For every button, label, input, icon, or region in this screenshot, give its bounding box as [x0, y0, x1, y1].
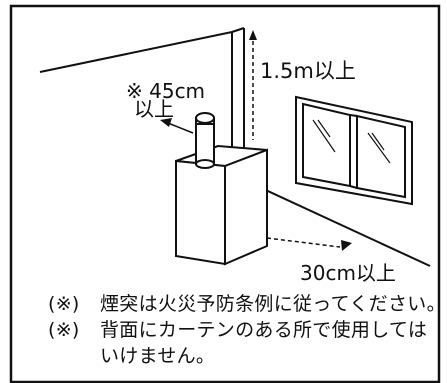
chimney-clearance-label: ※ 45cm	[126, 79, 205, 103]
chimney-clearance-arrow	[160, 118, 194, 134]
note-text: 背面にカーテンのある所で使用しては	[100, 319, 428, 341]
chimney-pipe	[195, 112, 215, 169]
diagram-border	[9, 4, 441, 383]
note-mark: (※)	[48, 293, 80, 315]
note-curtain-warning-continued: いけません。	[100, 344, 215, 368]
note-chimney-regulation: (※) 煙突は火災予防条例に従ってください。	[48, 292, 446, 316]
note-text: 煙突は火災予防条例に従ってください。	[100, 293, 446, 315]
wall-height-label: 1.5m以上	[260, 59, 356, 83]
heater-unit	[175, 144, 268, 266]
note-text: いけません。	[100, 345, 216, 367]
wall-distance-dimension	[266, 237, 352, 251]
window	[295, 95, 413, 206]
wall-height-dimension	[249, 30, 257, 140]
chimney-clearance-label-2: 以上	[134, 97, 174, 121]
note-curtain-warning: (※) 背面にカーテンのある所で使用しては	[48, 318, 427, 342]
note-mark: (※)	[48, 319, 80, 341]
wall-distance-label: 30cm以上	[300, 261, 396, 285]
